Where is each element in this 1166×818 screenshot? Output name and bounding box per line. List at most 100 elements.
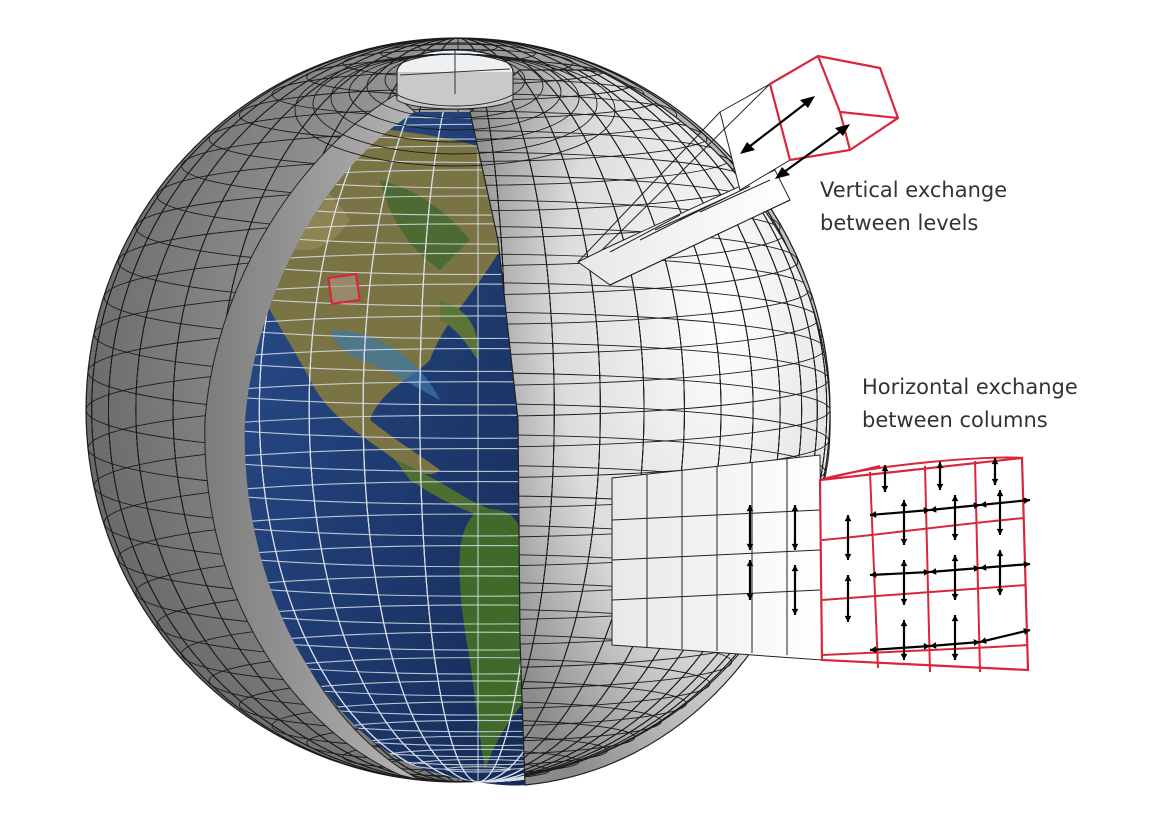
arrow-head xyxy=(900,653,908,660)
arrow-head xyxy=(923,507,930,514)
arrow-head xyxy=(791,543,799,550)
earth-latitude-line xyxy=(244,631,526,675)
arrow-head xyxy=(973,565,980,572)
cutaway-meridian-line xyxy=(470,70,555,783)
earth-latitude-line xyxy=(244,604,526,651)
arrow-head xyxy=(923,643,930,650)
arrow-head xyxy=(844,575,852,582)
arrow-head xyxy=(951,555,959,562)
arrow-head xyxy=(930,568,937,575)
arrow-head xyxy=(951,593,959,600)
arrow-head xyxy=(1023,561,1030,568)
arrow-head xyxy=(870,646,877,653)
horizontal-exchange-label-line2: between columns xyxy=(862,408,1048,432)
arrow-head xyxy=(1023,628,1030,635)
arrow-head xyxy=(791,565,799,572)
earth-latitude-line xyxy=(244,575,526,625)
arrow-head xyxy=(951,495,959,502)
earth-latitude-line xyxy=(244,195,526,245)
earth-latitude-line xyxy=(244,657,526,697)
arrow-head xyxy=(746,560,754,567)
exchange-arrow xyxy=(979,562,1031,570)
cutaway-meridian-line xyxy=(470,70,818,783)
vertical-exchange-label-line1: Vertical exchange xyxy=(820,178,1007,202)
horizontal-exchange-grid xyxy=(818,456,1030,673)
arrow-head xyxy=(844,553,852,560)
exchange-arrow xyxy=(929,566,981,574)
exchange-arrow xyxy=(929,503,981,512)
cutaway-meridian-line xyxy=(470,70,803,783)
cutaway-meridian-line xyxy=(470,70,645,783)
globe xyxy=(85,37,831,786)
labels: Vertical exchange between levels Horizon… xyxy=(820,178,1078,432)
horizontal-exchange-label-line1: Horizontal exchange xyxy=(862,375,1078,399)
exchange-arrow xyxy=(979,628,1031,644)
polar-ring-line xyxy=(294,53,616,167)
arrow-head xyxy=(996,550,1004,557)
earth-latitude-line xyxy=(244,348,526,406)
vertical-exchange-arrows xyxy=(740,96,850,179)
arrow-head xyxy=(996,588,1004,595)
cutaway-meridian-line xyxy=(470,70,754,783)
arrow-head xyxy=(980,637,987,644)
cutaway-meridian-line xyxy=(470,70,831,783)
column-level-line xyxy=(611,549,821,561)
horizontal-exchange-arrows xyxy=(746,458,1031,660)
arrow-head xyxy=(746,505,754,512)
highlighted-grid-cell xyxy=(327,272,361,306)
arrow-head xyxy=(973,639,980,646)
arrow-head xyxy=(900,538,908,545)
cutaway-meridian-line xyxy=(470,70,828,783)
exchange-arrow xyxy=(869,508,931,517)
exchange-arrow xyxy=(869,570,931,577)
arrow-head xyxy=(973,502,980,509)
earth-latitude-line xyxy=(244,513,526,568)
earth-latitude-line xyxy=(244,381,526,439)
earth-latitude-line xyxy=(244,223,526,276)
earth-latitude-line xyxy=(244,283,526,339)
arrow-head xyxy=(900,560,908,567)
earth-meridian-line xyxy=(419,112,526,783)
arrow-head xyxy=(923,568,930,576)
arrow-head xyxy=(951,653,959,660)
cutaway-meridian-line xyxy=(470,70,685,783)
arrow-head xyxy=(930,506,937,513)
arrow-head xyxy=(791,608,799,615)
arrow-head xyxy=(980,564,987,571)
arrow-head xyxy=(951,615,959,622)
arrow-head xyxy=(900,598,908,605)
earth-latitude-line xyxy=(244,447,526,505)
arrow-head xyxy=(951,533,959,540)
vertical-exchange-cell xyxy=(768,54,900,162)
earth-latitude-line xyxy=(244,414,526,472)
arrow-head xyxy=(746,543,754,550)
vertical-exchange-label-line2: between levels xyxy=(820,211,978,235)
column-level-line xyxy=(611,509,821,521)
arrow-head xyxy=(881,485,889,492)
cutaway-meridian-line xyxy=(470,70,722,783)
arrow-head xyxy=(996,490,1004,497)
earth-latitude-line xyxy=(244,252,526,307)
earth-latitude-line xyxy=(244,544,526,597)
arrow-head xyxy=(936,483,944,490)
cutaway-meridian-line xyxy=(470,70,601,783)
arrow-head xyxy=(900,500,908,507)
horizontal-columns-callout xyxy=(611,454,1031,673)
arrow-head xyxy=(791,505,799,512)
arrow-head xyxy=(870,511,877,518)
arrow-head xyxy=(870,571,877,579)
arrow-head xyxy=(936,462,944,469)
arrow-head xyxy=(900,620,908,627)
cutaway-meridian-line xyxy=(470,70,781,783)
arrow-head xyxy=(881,465,889,472)
arrow-head xyxy=(991,478,999,485)
arrow-head xyxy=(1023,497,1030,504)
earth-latitude-line xyxy=(244,481,526,537)
exchange-arrow xyxy=(929,640,981,648)
arrow-head xyxy=(844,515,852,522)
exchange-arrow xyxy=(869,644,931,652)
arrow-head xyxy=(746,593,754,600)
arrow-head xyxy=(930,642,937,649)
earth-latitude-line xyxy=(244,315,526,373)
